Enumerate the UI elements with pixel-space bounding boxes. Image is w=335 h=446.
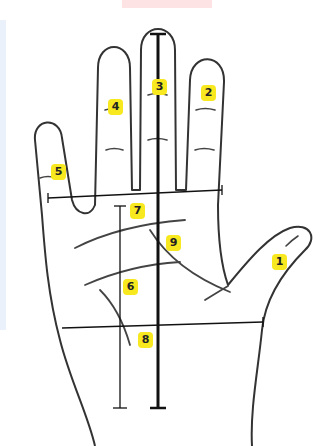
background-band xyxy=(122,0,212,8)
callout-number: 1 xyxy=(272,254,287,270)
callout-number: 5 xyxy=(51,164,66,180)
hand-outline xyxy=(35,29,311,446)
measure-lines xyxy=(48,185,263,408)
callout-number: 2 xyxy=(201,85,216,101)
callout-number: 4 xyxy=(108,99,123,115)
callout-number: 7 xyxy=(130,203,145,219)
callout-number: 6 xyxy=(123,279,138,295)
callout-number: 3 xyxy=(152,79,167,95)
callout-number: 9 xyxy=(166,235,181,251)
background-band xyxy=(0,20,6,330)
palm-lines xyxy=(75,220,230,345)
callout-number: 8 xyxy=(138,332,153,348)
length-line xyxy=(150,34,166,408)
finger-creases xyxy=(40,94,298,247)
